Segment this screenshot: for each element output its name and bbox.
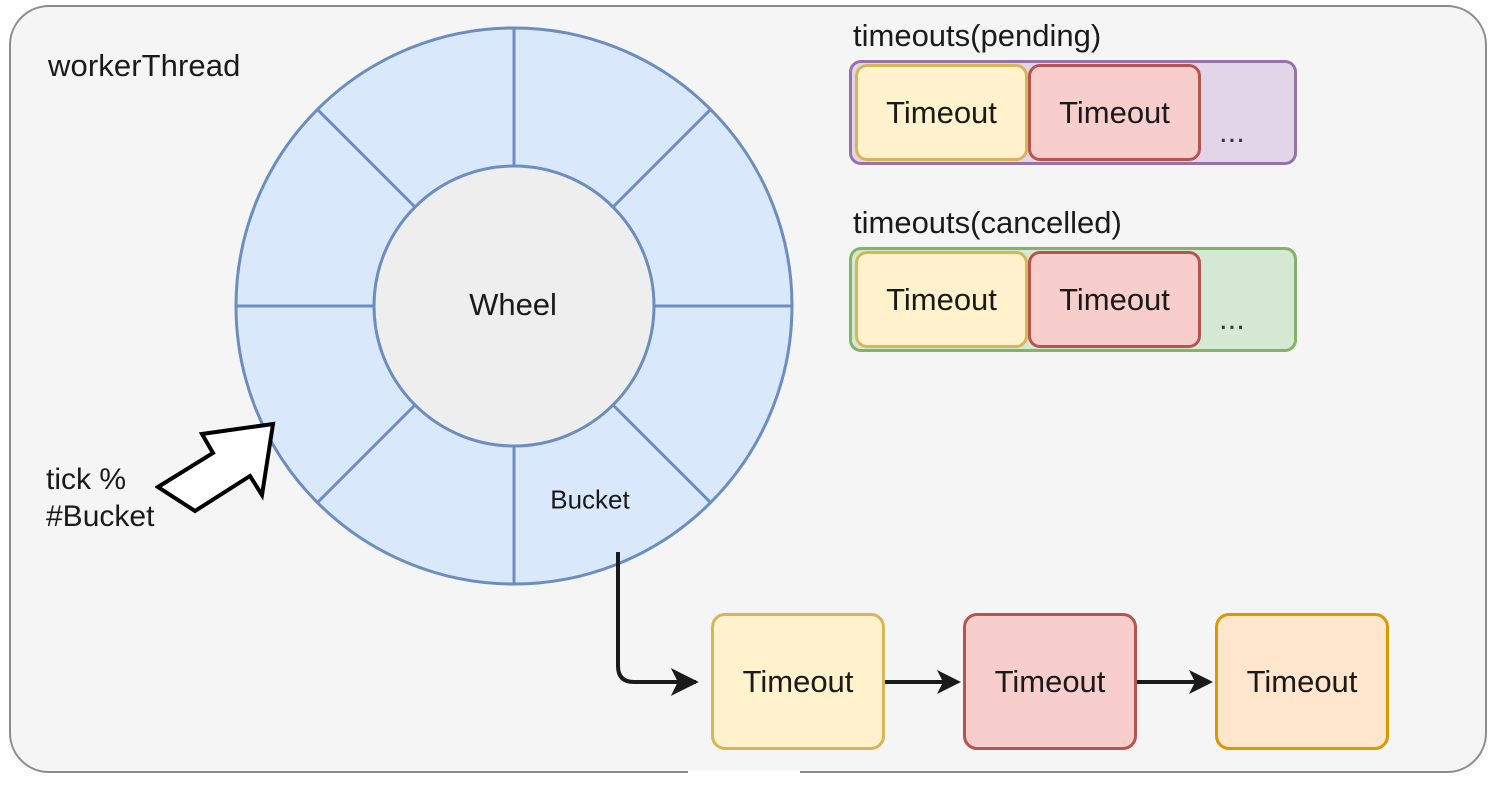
chain-timeout-3[interactable]: Timeout — [1215, 613, 1389, 750]
timeouts-cancelled-title: timeouts(cancelled) — [853, 205, 1122, 240]
chain-timeout-1[interactable]: Timeout — [711, 613, 885, 750]
chain-arrow-1-icon — [885, 669, 961, 694]
timeouts-pending-container: Timeout Timeout ... — [849, 60, 1297, 165]
bucket-to-chain-connector — [616, 552, 699, 696]
pending-timeout-item-2-label: Timeout — [1059, 94, 1170, 130]
tick-modulo-annotation: tick % #Bucket — [46, 462, 154, 535]
tick-annotation-line2: #Bucket — [46, 499, 155, 533]
pending-ellipsis: ... — [1219, 114, 1245, 149]
chain-timeout-2[interactable]: Timeout — [963, 613, 1137, 750]
block-arrow-up-right-icon — [155, 421, 276, 514]
pending-timeout-item-1-label: Timeout — [886, 94, 997, 130]
tick-annotation-line1: tick % — [46, 463, 127, 496]
pending-timeout-item-2[interactable]: Timeout — [1028, 64, 1201, 161]
wheel-center-label: Wheel — [469, 287, 557, 322]
container-bottom-notch — [688, 770, 800, 785]
timeouts-pending-title: timeouts(pending) — [853, 18, 1102, 53]
wheel-hub — [372, 164, 656, 448]
bucket-timeout-chain: Timeout Timeout Timeout — [711, 613, 1389, 750]
cancelled-timeout-item-1[interactable]: Timeout — [855, 251, 1028, 348]
bucket-label: Bucket — [550, 484, 630, 515]
cancelled-timeout-item-2-label: Timeout — [1059, 281, 1170, 317]
timeouts-cancelled-container: Timeout Timeout ... — [849, 247, 1297, 352]
wheel-spokes — [236, 28, 792, 584]
cancelled-ellipsis: ... — [1219, 301, 1245, 336]
chain-arrow-2-icon — [1137, 669, 1213, 694]
timeouts-cancelled-group: timeouts(cancelled) Timeout Timeout ... — [849, 205, 1297, 352]
chain-timeout-1-label: Timeout — [742, 663, 854, 699]
timing-wheel — [234, 26, 794, 586]
timeouts-pending-group: timeouts(pending) Timeout Timeout ... — [849, 18, 1297, 165]
chain-timeout-3-label: Timeout — [1246, 663, 1358, 699]
pending-timeout-item-1[interactable]: Timeout — [855, 64, 1028, 161]
chain-timeout-2-label: Timeout — [994, 663, 1106, 699]
cancelled-timeout-item-2[interactable]: Timeout — [1028, 251, 1201, 348]
worker-thread-label: workerThread — [48, 48, 241, 83]
cancelled-timeout-item-1-label: Timeout — [886, 281, 997, 317]
